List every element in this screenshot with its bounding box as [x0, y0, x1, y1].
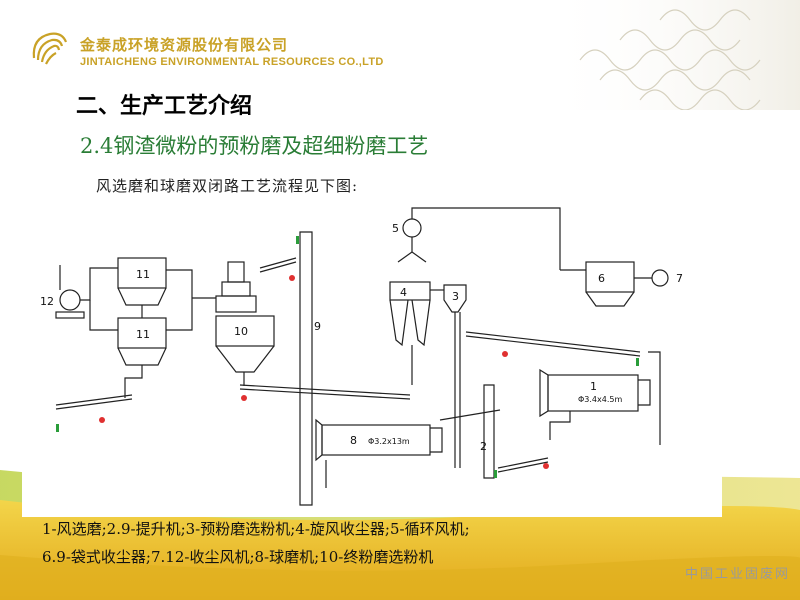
label-4: 4	[400, 286, 407, 299]
bag-filter-6	[585, 261, 635, 293]
label-11-bottom: 11	[136, 328, 150, 341]
separator-3-body	[443, 284, 467, 313]
marker-dot	[543, 463, 549, 469]
label-9: 9	[314, 320, 321, 333]
legend-line-2: 6.9-袋式收尘器;7.12-收尘风机;8-球磨机;10-终粉磨选粉机	[42, 548, 434, 566]
marker-dot	[241, 395, 247, 401]
cyclone-4-body	[389, 281, 431, 301]
label-2: 2	[480, 440, 487, 453]
company-name-cn: 金泰成环境资源股份有限公司	[80, 36, 289, 54]
label-6: 6	[598, 272, 605, 285]
decorative-wave-pattern	[540, 0, 800, 110]
marker-green	[636, 358, 639, 366]
marker-dot	[502, 351, 508, 357]
mill-1-spec: Φ3.4x4.5m	[578, 395, 622, 404]
marker-green	[56, 424, 59, 432]
label-10: 10	[234, 325, 248, 338]
label-11-top: 11	[136, 268, 150, 281]
label-1: 1	[590, 380, 597, 393]
marker-dot	[99, 417, 105, 423]
process-flow-diagram-area	[22, 195, 722, 517]
fan-12-outlet	[59, 265, 118, 301]
company-name-en: JINTAICHENG ENVIRONMENTAL RESOURCES CO.,…	[80, 56, 384, 68]
bag-filter-11-bottom	[117, 317, 167, 349]
section-title: 二、生产工艺介绍	[76, 94, 253, 119]
label-7: 7	[676, 272, 683, 285]
fan-12-base	[55, 311, 85, 319]
fan-5-shape	[402, 218, 422, 238]
intro-text: 风选磨和球磨双闭路工艺流程见下图:	[96, 177, 359, 195]
separator-10-top	[227, 261, 245, 283]
marker-green	[296, 236, 299, 244]
fan-7-shape	[651, 269, 669, 287]
marker-dot	[289, 275, 295, 281]
mill-8-spec: Φ3.2x13m	[368, 437, 410, 446]
label-12: 12	[40, 295, 54, 308]
elevator-9	[299, 231, 313, 506]
company-logo-icon	[32, 32, 68, 65]
elevator-2	[483, 384, 495, 479]
fan-12-shape	[59, 289, 81, 311]
legend-line-1: 1-风选磨;2.9-提升机;3-预粉磨选粉机;4-旋风收尘器;5-循环风机;	[42, 520, 470, 538]
bag-filter-11-top	[117, 257, 167, 289]
watermark: 中国工业固废网	[684, 567, 790, 582]
sub-title: 2.4钢渣微粉的预粉磨及超细粉磨工艺	[80, 134, 429, 158]
label-3: 3	[452, 290, 459, 303]
marker-green	[494, 470, 497, 478]
label-5: 5	[392, 222, 399, 235]
separator-10-body	[215, 315, 275, 347]
label-8: 8	[350, 434, 357, 447]
